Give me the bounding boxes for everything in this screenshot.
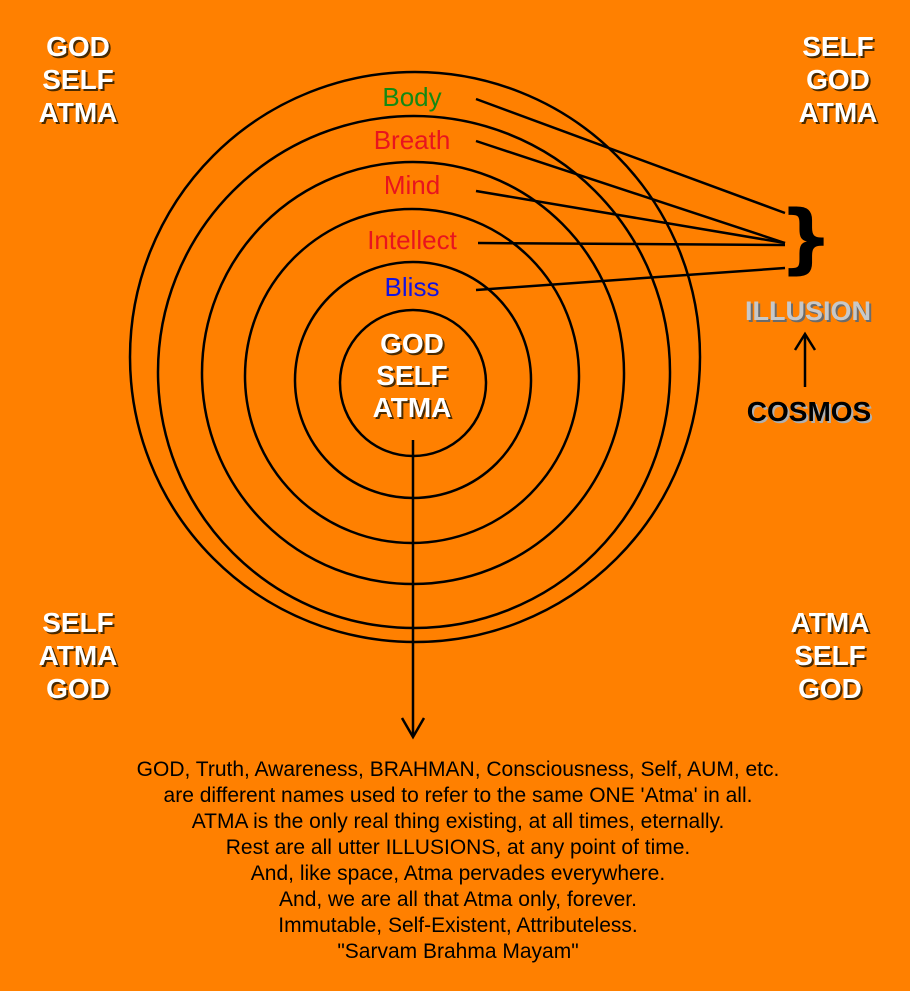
caption-line: ATMA is the only real thing existing, at…	[192, 810, 725, 833]
down-arrow-head	[400, 717, 426, 740]
corner-line: SELF	[42, 607, 114, 638]
intellect-pointer-line	[477, 241, 786, 247]
corner-line: ATMA	[791, 607, 870, 638]
mind-pointer-line	[475, 189, 786, 245]
layer-body-label: Body	[382, 82, 441, 112]
caption-block: GOD, Truth, Awareness, BRAHMAN, Consciou…	[137, 758, 780, 963]
breath-pointer-line	[475, 139, 786, 245]
cosmos-label: COSMOS	[747, 396, 871, 427]
caption-line: And, we are all that Atma only, forever.	[279, 888, 637, 911]
caption-line: Immutable, Self-Existent, Attributeless.	[278, 914, 637, 937]
body-pointer-line	[475, 97, 786, 215]
layer-mind-label: Mind	[384, 170, 440, 200]
core-line: SELF	[376, 360, 448, 391]
caption-line: GOD, Truth, Awareness, BRAHMAN, Consciou…	[137, 758, 780, 781]
corner-line: GOD	[46, 31, 110, 62]
corner-line: GOD	[798, 673, 862, 704]
caption-line: Rest are all utter ILLUSIONS, at any poi…	[226, 836, 691, 859]
layer-intellect-label: Intellect	[367, 225, 457, 255]
illusion-label: ILLUSION	[745, 296, 871, 326]
caption-line: And, like space, Atma pervades everywher…	[251, 862, 665, 885]
corner-line: GOD	[46, 673, 110, 704]
body-ring	[128, 70, 702, 644]
up-arrow-head	[793, 331, 817, 351]
layer-breath-label: Breath	[374, 125, 451, 155]
corner-top-right: SELF GOD ATMA	[799, 31, 878, 128]
corner-bottom-right: ATMA SELF GOD	[791, 607, 870, 704]
core-line: ATMA	[373, 392, 452, 423]
bliss-pointer-line	[475, 266, 786, 292]
brace-icon: }	[779, 193, 833, 282]
corner-line: ATMA	[799, 97, 878, 128]
corner-line: SELF	[802, 31, 874, 62]
core-label: GOD SELF ATMA	[373, 328, 452, 423]
corner-line: ATMA	[39, 640, 118, 671]
corner-line: GOD	[806, 64, 870, 95]
corner-line: SELF	[794, 640, 866, 671]
corner-line: ATMA	[39, 97, 118, 128]
corner-line: SELF	[42, 64, 114, 95]
core-line: GOD	[380, 328, 444, 359]
corner-top-left: GOD SELF ATMA	[39, 31, 118, 128]
caption-line: "Sarvam Brahma Mayam"	[337, 940, 578, 963]
caption-line: are different names used to refer to the…	[164, 784, 753, 807]
corner-bottom-left: SELF ATMA GOD	[39, 607, 118, 704]
layer-bliss-label: Bliss	[385, 272, 440, 302]
